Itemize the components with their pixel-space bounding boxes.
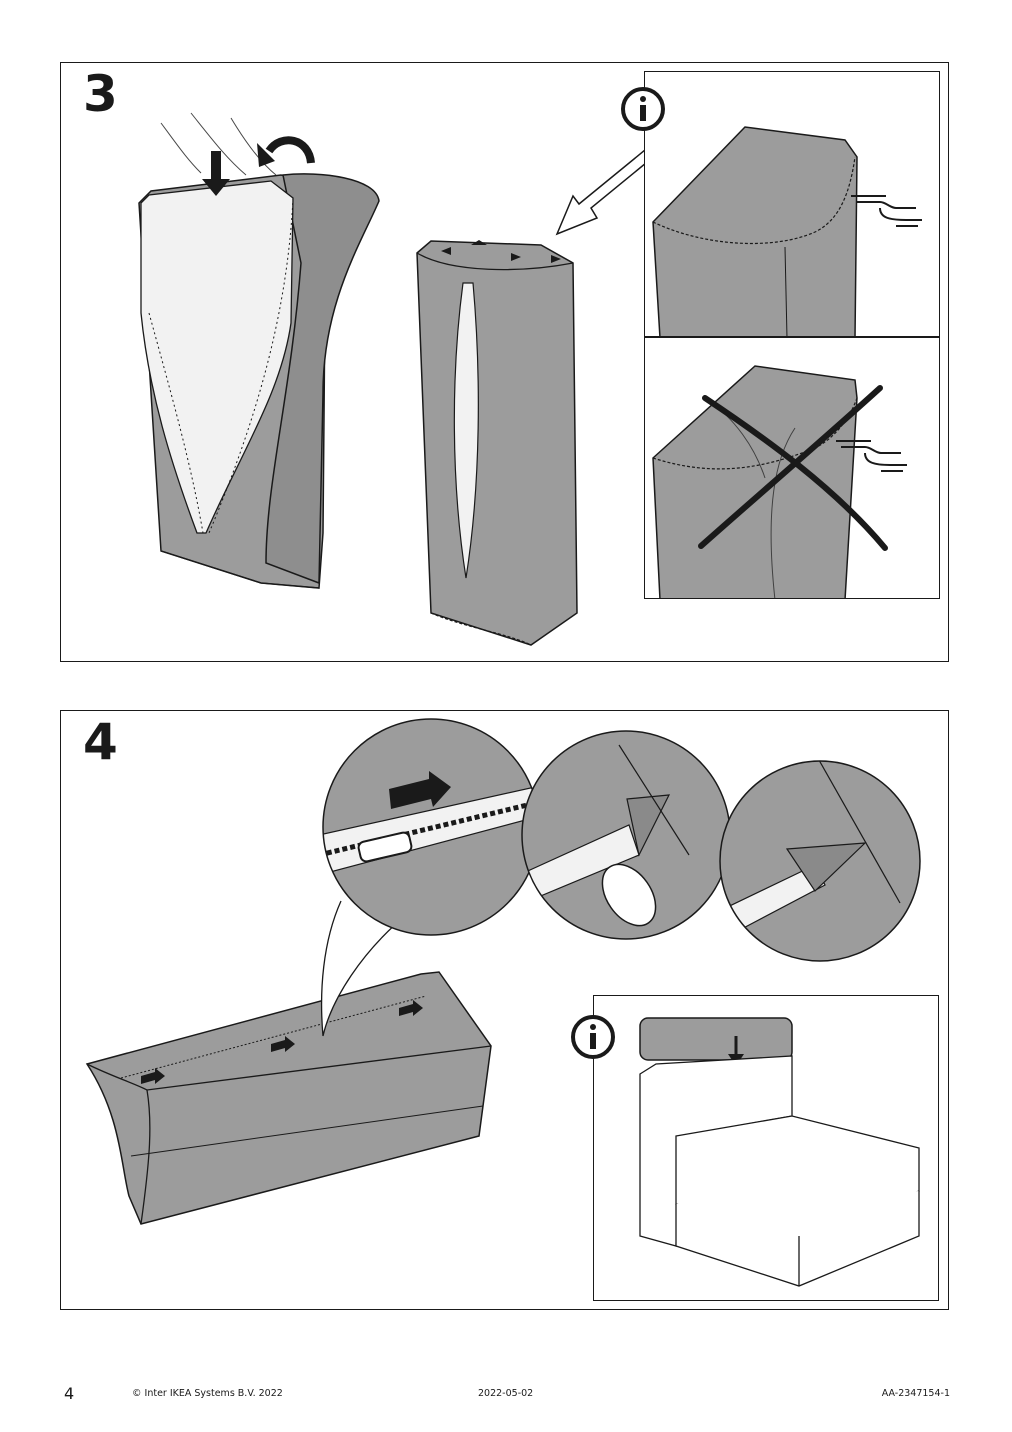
callout-pointer <box>320 900 412 1037</box>
pointing-hand-icon <box>851 195 922 227</box>
zipper-zoom-3 <box>719 760 921 962</box>
zipper-zoom-2 <box>521 730 731 940</box>
arrow-down-icon <box>202 151 230 196</box>
placement-inset <box>593 995 939 1301</box>
step-4-panel: 4 <box>60 710 949 1310</box>
long-cushion-illustration <box>85 971 492 1225</box>
pointing-hand-icon <box>836 440 907 472</box>
info-icon <box>571 1015 615 1059</box>
curved-arrow-icon <box>257 136 315 167</box>
x-mark-icon <box>698 385 888 551</box>
page-number: 4 <box>64 1384 75 1403</box>
incorrect-corner-inset <box>644 337 940 599</box>
chair-illustration <box>639 1017 920 1287</box>
outline-arrow <box>555 142 658 236</box>
zipper-zoom-1 <box>322 718 540 936</box>
upright-cover-illustration <box>416 240 578 646</box>
correct-corner-inset <box>644 71 940 337</box>
cushion-insert-illustration <box>138 112 380 589</box>
copyright-text: © Inter IKEA Systems B.V. 2022 <box>132 1388 283 1399</box>
step-number: 4 <box>83 713 118 771</box>
step-number: 3 <box>83 65 118 123</box>
document-id: AA-2347154-1 <box>881 1388 950 1399</box>
document-date: 2022-05-02 <box>478 1388 534 1399</box>
step-3-panel: 3 <box>60 62 949 662</box>
correct-corner-illustration <box>652 126 858 336</box>
info-icon <box>621 87 665 131</box>
